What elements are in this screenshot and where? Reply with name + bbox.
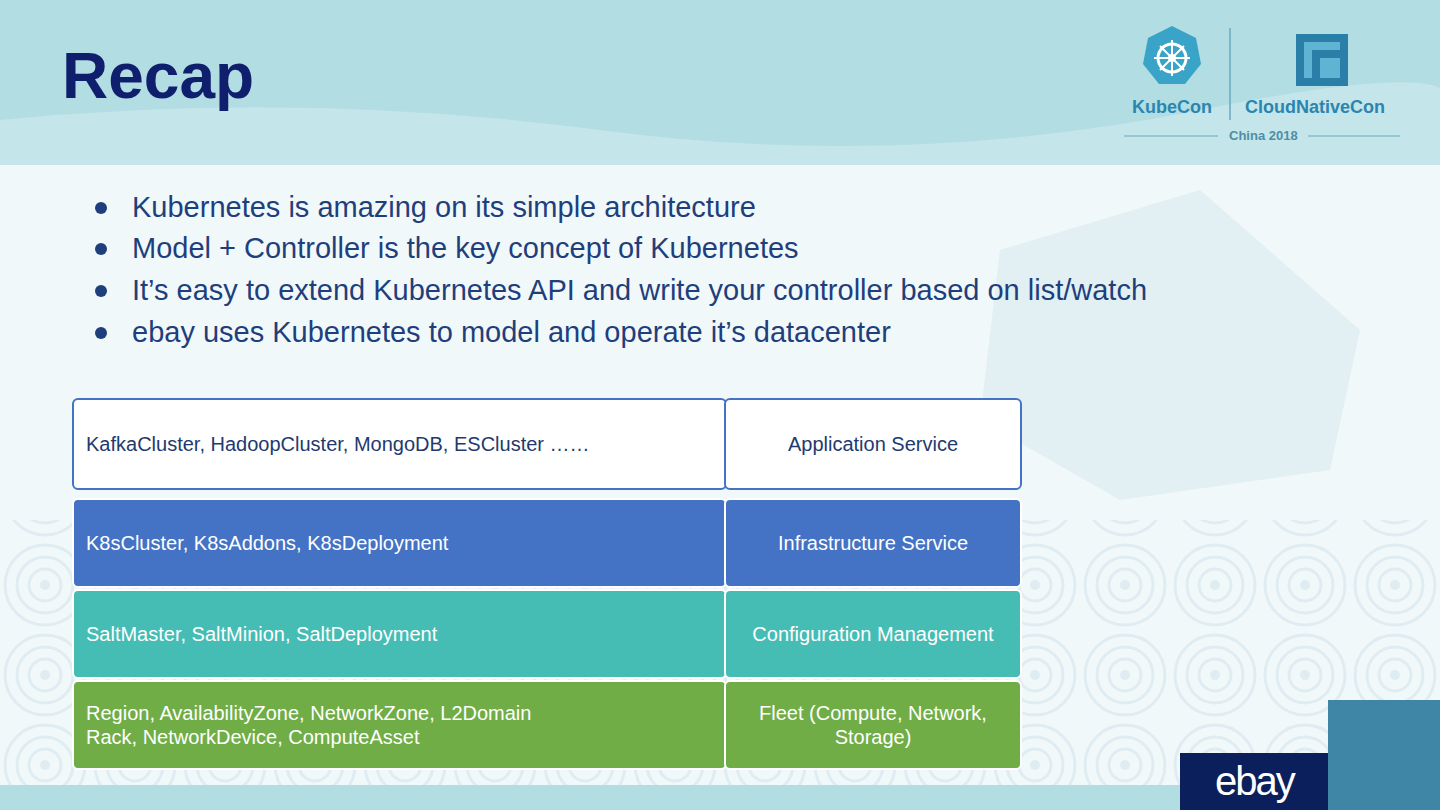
layer-objects-box: SaltMaster, SaltMinion, SaltDeployment — [72, 589, 727, 679]
logo-text: KubeCon — [1132, 97, 1212, 118]
ship-watermark — [980, 190, 1360, 500]
bullet-dot — [95, 243, 107, 255]
kubecon-icon — [1143, 26, 1201, 84]
text-stack: Fleet (Compute, Network, Storage) — [736, 701, 1010, 749]
logo-divider — [1229, 28, 1231, 120]
logo-text: CloudNativeCon — [1245, 97, 1385, 118]
text-stack: Configuration Management — [752, 622, 993, 646]
corner-block — [1328, 700, 1440, 810]
text-stack: SaltMaster, SaltMinion, SaltDeployment — [86, 622, 437, 646]
box-text: Application Service — [788, 432, 958, 456]
box-text: SaltMaster, SaltMinion, SaltDeployment — [86, 622, 437, 646]
slide-title: Recap — [62, 44, 254, 108]
logo-rule — [1124, 136, 1218, 137]
box-text: K8sCluster, K8sAddons, K8sDeployment — [86, 531, 448, 555]
text-stack: Region, AvailabilityZone, NetworkZone, L… — [86, 701, 566, 749]
box-text: Region, AvailabilityZone, NetworkZone, L… — [86, 701, 566, 749]
event-year: China 2018 — [1229, 128, 1298, 143]
bullet-dot — [95, 202, 107, 214]
bullet-text: It’s easy to extend Kubernetes API and w… — [132, 273, 1147, 308]
logo-rule — [1308, 136, 1400, 137]
layer-objects-box: K8sCluster, K8sAddons, K8sDeployment — [72, 498, 727, 588]
bullet-text: Kubernetes is amazing on its simple arch… — [132, 190, 756, 225]
text-stack: Application Service — [788, 432, 958, 456]
layer-name-box: Infrastructure Service — [724, 498, 1022, 588]
ebay-logo-box — [1180, 753, 1328, 810]
layer-objects-box: KafkaCluster, HadoopCluster, MongoDB, ES… — [72, 398, 727, 490]
box-text: KafkaCluster, HadoopCluster, MongoDB, ES… — [86, 432, 590, 456]
helm-spokes — [1154, 40, 1190, 76]
bullet-dot — [95, 285, 107, 297]
bullet-dot — [95, 327, 107, 339]
box-text: Fleet (Compute, Network, Storage) — [736, 701, 1010, 749]
layer-name-box: Fleet (Compute, Network, Storage) — [724, 680, 1022, 770]
bullet-text: Model + Controller is the key concept of… — [132, 231, 799, 266]
text-stack: Infrastructure Service — [778, 531, 968, 555]
cncf-icon — [1296, 34, 1348, 86]
layer-name-box: Configuration Management — [724, 589, 1022, 679]
layer-objects-box: Region, AvailabilityZone, NetworkZone, L… — [72, 680, 727, 770]
text-stack: K8sCluster, K8sAddons, K8sDeployment — [86, 531, 448, 555]
box-text: Infrastructure Service — [778, 531, 968, 555]
box-text: Configuration Management — [752, 622, 993, 646]
brand-logo-text: ebay — [1215, 759, 1294, 804]
text-stack: KafkaCluster, HadoopCluster, MongoDB, ES… — [86, 432, 590, 456]
bullet-text: ebay uses Kubernetes to model and operat… — [132, 315, 891, 350]
cncf-mark — [1304, 42, 1340, 78]
layer-name-box: Application Service — [724, 398, 1022, 490]
